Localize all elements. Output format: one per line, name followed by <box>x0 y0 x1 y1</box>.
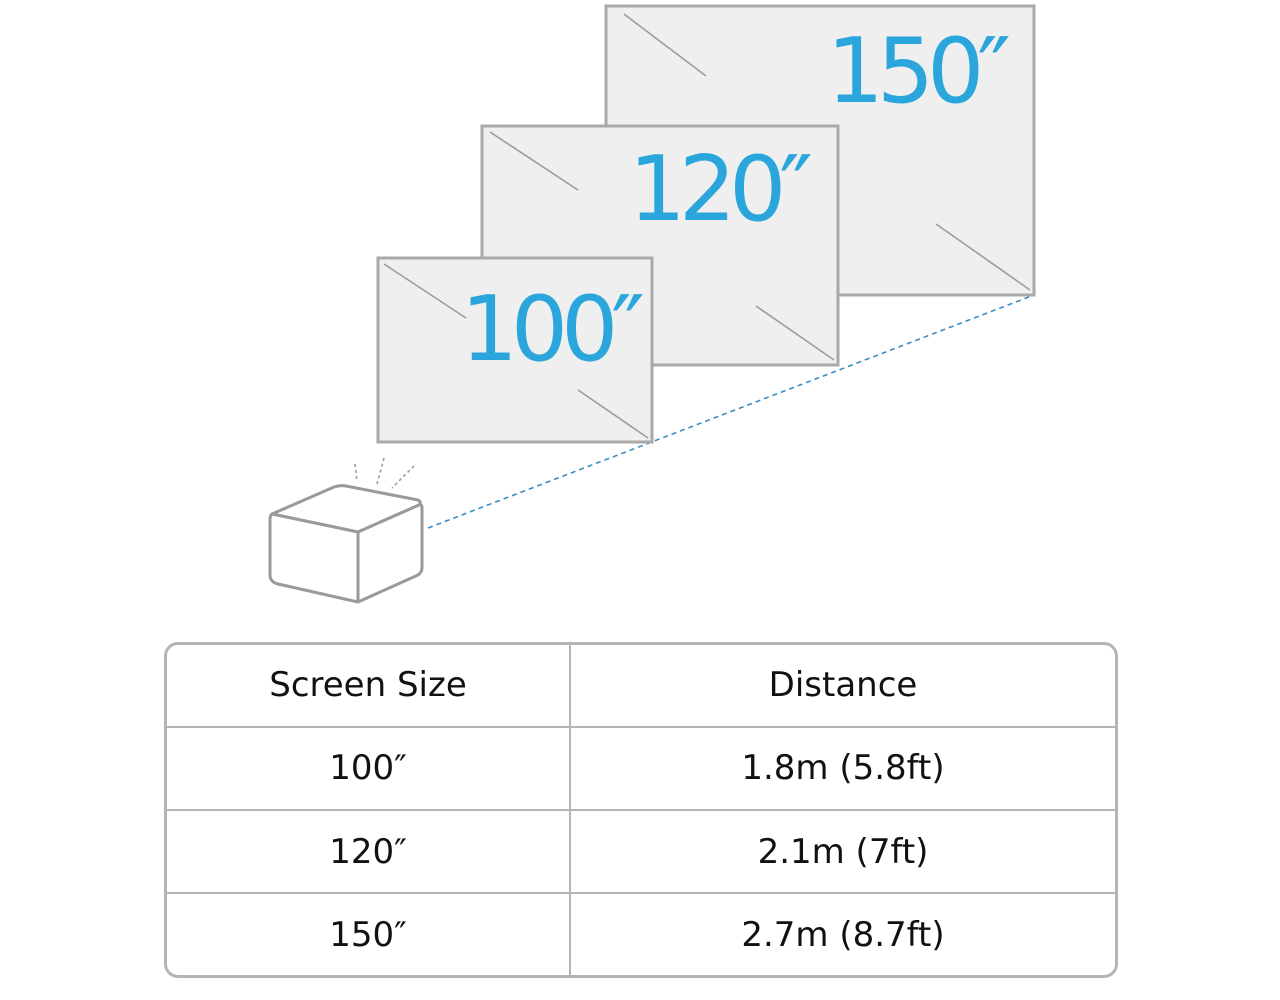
screen-150-label: 150″ <box>827 19 1010 124</box>
table-row: 120″ 2.1m (7ft) <box>167 808 1115 895</box>
cell-screen-size: 150″ <box>167 892 571 975</box>
cell-distance: 1.8m (5.8ft) <box>569 725 1115 811</box>
screen-100-label: 100″ <box>461 277 644 382</box>
cell-distance: 2.1m (7ft) <box>569 808 1115 895</box>
header-screen-size: Screen Size <box>167 645 571 728</box>
throw-distance-table: Screen Size Distance 100″ 1.8m (5.8ft) 1… <box>164 642 1118 978</box>
light-rays <box>354 457 415 489</box>
projection-beam-line <box>427 294 1035 529</box>
screen-100: 100″ <box>376 256 654 444</box>
cell-screen-size: 120″ <box>167 808 571 895</box>
cell-distance: 2.7m (8.7ft) <box>569 892 1115 975</box>
table-row: 150″ 2.7m (8.7ft) <box>167 892 1115 975</box>
table-header-row: Screen Size Distance <box>167 645 1115 728</box>
projection-diagram: 150″ 120″ 100″ <box>268 4 1036 604</box>
screen-120-label: 120″ <box>629 137 812 242</box>
cell-screen-size: 100″ <box>167 725 571 811</box>
table-row: 100″ 1.8m (5.8ft) <box>167 725 1115 811</box>
projector-icon <box>268 484 424 604</box>
header-distance: Distance <box>569 645 1115 728</box>
